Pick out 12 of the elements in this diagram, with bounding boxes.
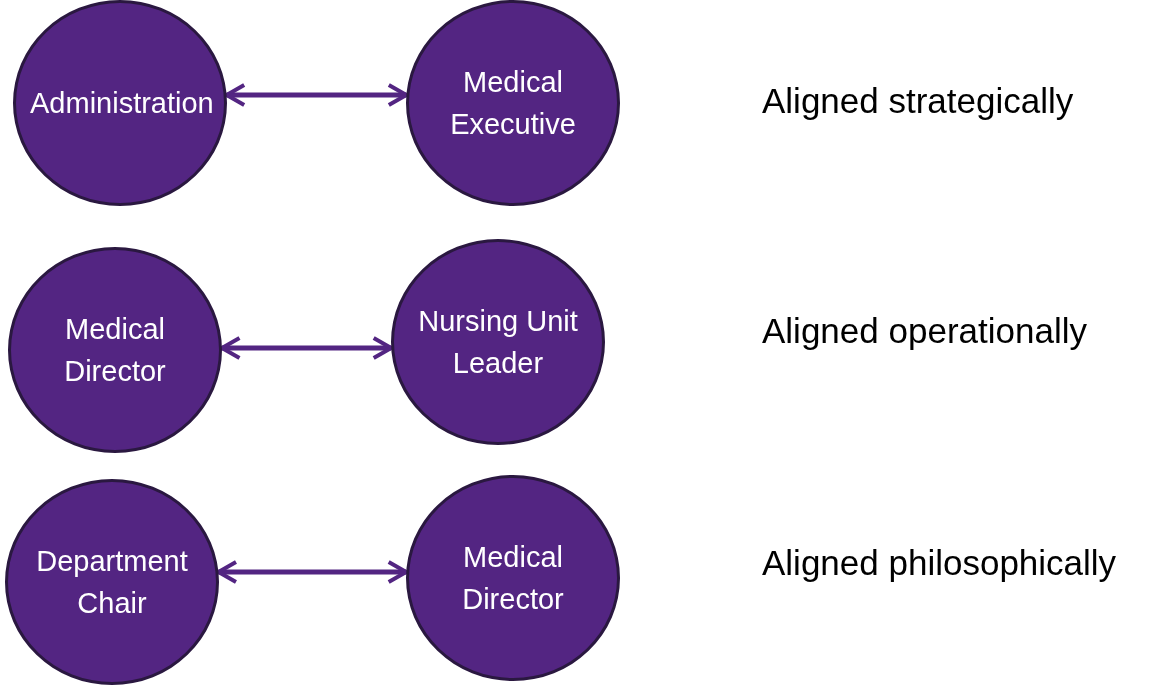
alignment-label: Aligned philosophically — [762, 543, 1117, 583]
node-label: Administration — [30, 85, 210, 121]
node-label: Nursing Unit Leader — [417, 303, 579, 381]
double-arrow — [220, 336, 394, 360]
alignment-label: Aligned operationally — [762, 311, 1087, 351]
node-label: Medical Director — [461, 539, 565, 617]
double-arrow — [224, 83, 409, 107]
double-arrow — [216, 560, 409, 584]
node-label: Department Chair — [35, 543, 189, 621]
alignment-label: Aligned strategically — [762, 81, 1074, 121]
node-label: Medical Director — [63, 311, 167, 389]
node-label: Medical Executive — [449, 64, 577, 142]
